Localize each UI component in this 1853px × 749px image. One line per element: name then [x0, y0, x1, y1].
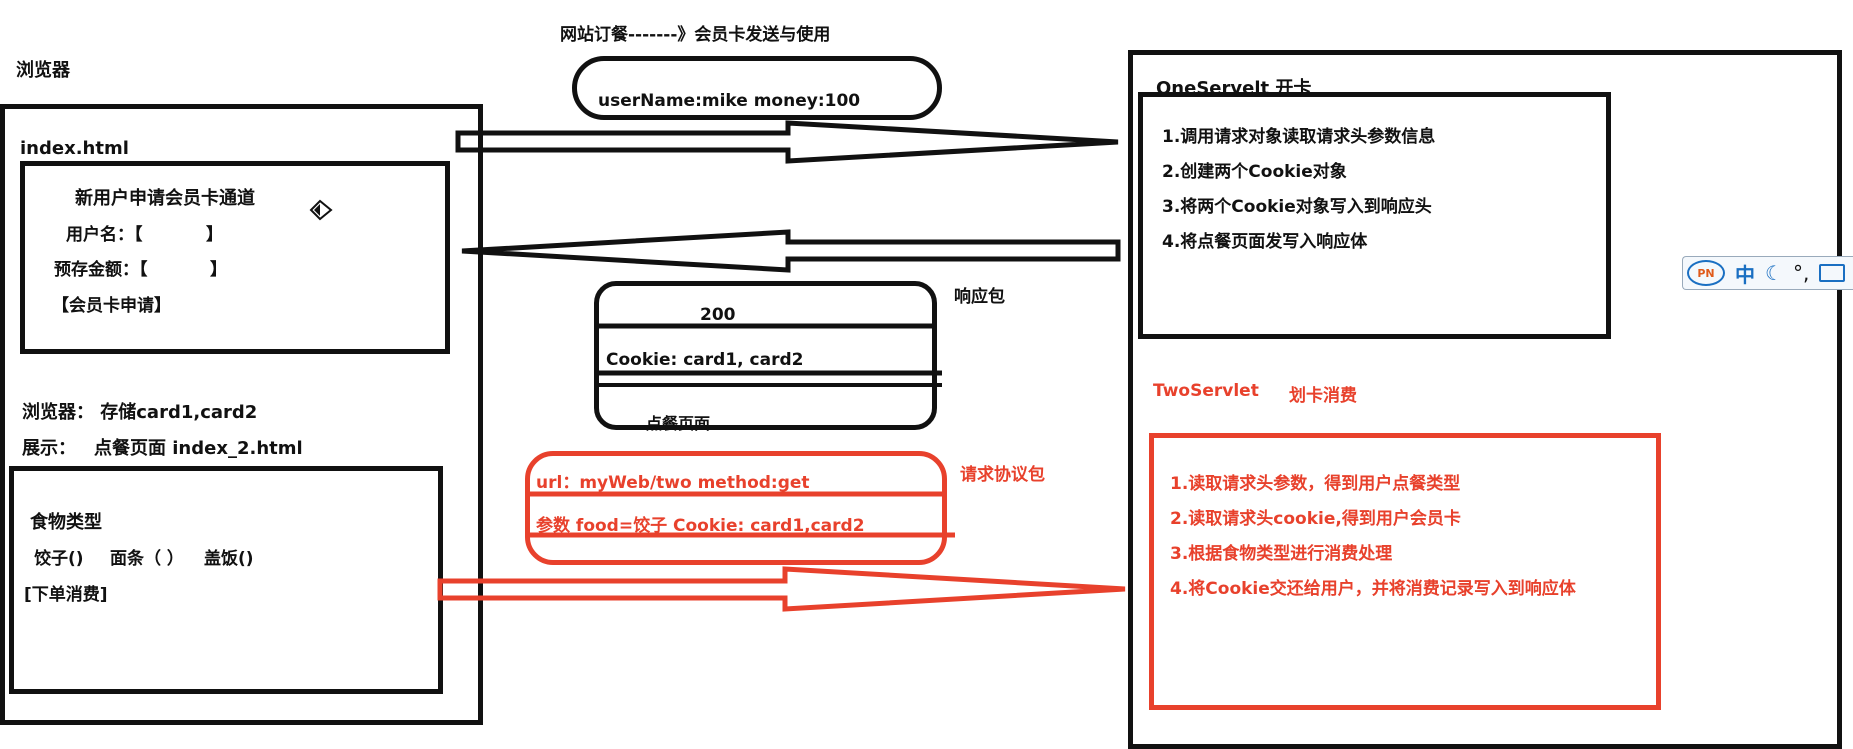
request-packet-box [525, 451, 947, 565]
response-body: 点餐页面 [646, 414, 711, 433]
browser-box [0, 104, 483, 725]
membership-form-box [20, 161, 450, 354]
ime-logo[interactable]: PN [1687, 260, 1725, 286]
browser-label: 浏览器 [16, 60, 70, 81]
diagram-title: 网站订餐-------》会员卡发送与使用 [560, 25, 831, 45]
keyboard-icon[interactable] [1819, 264, 1846, 282]
request-packet-label: 请求协议包 [960, 465, 1045, 485]
one-servlet-step-1: 1.调用请求对象读取请求头参数信息 [1162, 127, 1436, 147]
place-order-button[interactable]: [下单消费] [24, 585, 108, 605]
apply-card-button[interactable]: 【会员卡申请】 [52, 296, 171, 316]
one-servlet-step-3: 3.将两个Cookie对象写入到响应头 [1162, 197, 1432, 217]
username-label: 用户名：【 [66, 225, 143, 245]
two-servlet-box [1149, 433, 1661, 710]
ime-mode-indicator[interactable]: 中 [1735, 262, 1755, 287]
page-filename: index.html [20, 138, 129, 159]
request-arrow-to-two-servlet [437, 566, 1126, 612]
cookie-bubble [572, 56, 942, 120]
ime-toolbar[interactable]: PN 中 ☾ °, [1682, 256, 1853, 290]
food-option-dumplings[interactable]: 饺子() [34, 549, 84, 569]
two-servlet-step-1: 1.读取请求头参数，得到用户点餐类型 [1170, 474, 1461, 494]
two-servlet-title: TwoServlet [1153, 381, 1259, 401]
display-note-label: 展示： [22, 438, 76, 459]
punctuation-icon[interactable]: °, [1792, 261, 1810, 285]
username-close-bracket: 】 [206, 225, 223, 245]
food-option-rice-bowl[interactable]: 盖饭() [204, 549, 254, 569]
response-packet-label: 响应包 [954, 287, 1005, 307]
moon-icon[interactable]: ☾ [1765, 261, 1783, 285]
one-servlet-step-4: 4.将点餐页面发写入响应体 [1162, 232, 1368, 252]
deposit-label: 预存金额：【 [54, 260, 148, 280]
cookie-bubble-text: userName:mike money:100 [598, 91, 861, 111]
response-cookie-header: Cookie: card1, card2 [606, 350, 804, 370]
cursor-icon [308, 198, 334, 226]
food-type-heading: 食物类型 [30, 512, 102, 533]
request-arrow-to-one-servlet [455, 120, 1119, 164]
two-servlet-step-4: 4.将Cookie交还给用户，并将消费记录写入到响应体 [1170, 579, 1576, 599]
one-servlet-box [1138, 92, 1611, 339]
storage-note: 浏览器： 存储card1,card2 [22, 402, 258, 423]
membership-form-heading: 新用户申请会员卡通道 [75, 188, 255, 209]
response-arrow-to-browser [461, 229, 1121, 273]
two-servlet-subtitle: 划卡消费 [1289, 386, 1357, 406]
display-note-value: 点餐页面 index_2.html [94, 438, 303, 459]
two-servlet-step-2: 2.读取请求头cookie,得到用户会员卡 [1170, 509, 1461, 529]
response-status: 200 [700, 305, 736, 325]
two-servlet-step-3: 3.根据食物类型进行消费处理 [1170, 544, 1393, 564]
response-packet-box [594, 281, 937, 430]
one-servlet-step-2: 2.创建两个Cookie对象 [1162, 162, 1347, 182]
request-params: 参数 food=饺子 Cookie: card1,card2 [536, 516, 865, 536]
deposit-close-bracket: 】 [210, 260, 227, 280]
server-box [1128, 50, 1842, 749]
request-line: url：myWeb/two method:get [536, 473, 810, 493]
food-option-noodles[interactable]: 面条（ ） [110, 549, 184, 569]
